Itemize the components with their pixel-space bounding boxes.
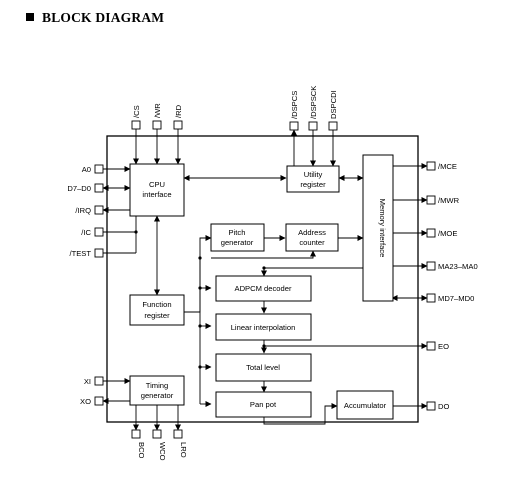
label-mwr: /MWR — [438, 196, 460, 205]
label-ma23-ma0: MA23–MA0 — [438, 262, 478, 271]
memory-label: Memory interface — [378, 199, 387, 258]
square-bullet-icon — [26, 13, 34, 21]
address-counter-block: Address counter — [285, 223, 339, 252]
pin-wco — [152, 429, 162, 439]
label-xi: XI — [84, 377, 91, 386]
chip-boundary — [106, 135, 419, 423]
pitch-label-2: generator — [221, 238, 254, 247]
cpu-interface-block: CPU interface — [129, 163, 185, 217]
bottom-pins — [131, 429, 183, 439]
pan-pot-block: Pan pot — [215, 391, 312, 418]
pin-dspcdi — [328, 121, 338, 131]
total-level-label: Total level — [246, 363, 280, 372]
pin-md7-md0 — [426, 293, 436, 303]
pin-ma23-ma0 — [426, 261, 436, 271]
cpu-label-1: CPU — [149, 180, 165, 189]
function-label-2: register — [144, 311, 170, 320]
pan-pot-label: Pan pot — [250, 400, 277, 409]
label-d7-d0: D7–D0 — [67, 184, 91, 193]
top-pins — [131, 120, 338, 131]
label-rd: /RD — [174, 104, 183, 118]
utility-label-2: register — [300, 180, 326, 189]
label-dspcdi: DSPCDI — [329, 90, 338, 119]
label-dspsck: /DSPSCK — [309, 86, 318, 119]
label-do: DO — [438, 402, 449, 411]
pin-dspsck — [308, 121, 318, 131]
label-ic: /IC — [81, 228, 91, 237]
heading-text: BLOCK DIAGRAM — [42, 10, 165, 25]
diagram-heading: BLOCK DIAGRAM — [26, 10, 164, 26]
cpu-label-2: interface — [142, 190, 171, 199]
label-dspcs: /DSPCS — [290, 91, 299, 119]
label-wco: WCO — [158, 442, 167, 461]
total-level-block: Total level — [215, 353, 312, 382]
label-wr: /WR — [153, 103, 162, 118]
pitch-label-1: Pitch — [229, 228, 246, 237]
accumulator-label: Accumulator — [344, 401, 387, 410]
linear-label: Linear interpolation — [231, 323, 296, 332]
pin-mce — [426, 161, 436, 171]
pin-a0 — [94, 164, 104, 174]
label-bco: BCO — [137, 442, 146, 459]
label-cs: /CS — [132, 105, 141, 118]
pin-eo — [426, 341, 436, 351]
top-pin-labels: /CS /WR /RD /DSPCS /DSPSCK DSPCDI — [132, 86, 338, 119]
label-a0: A0 — [82, 165, 91, 174]
label-lro: LRO — [179, 442, 188, 458]
pin-bco — [131, 429, 141, 439]
address-label-1: Address — [298, 228, 326, 237]
memory-interface-block: Memory interface — [362, 154, 394, 302]
left-pins — [94, 164, 104, 406]
pin-lro — [173, 429, 183, 439]
address-label-2: counter — [299, 238, 325, 247]
pitch-generator-block: Pitch generator — [210, 223, 265, 252]
right-pins — [426, 161, 436, 411]
timing-label-2: generator — [141, 391, 174, 400]
pin-rd — [173, 120, 183, 130]
pin-wr — [152, 120, 162, 130]
pin-ic — [94, 227, 104, 237]
left-pin-labels: A0 D7–D0 /IRQ /IC /TEST XI XO — [67, 165, 91, 406]
pin-cs — [131, 120, 141, 130]
pin-dspcs — [289, 121, 299, 131]
bottom-pin-labels: BCO WCO LRO — [137, 442, 188, 461]
label-moe: /MOE — [438, 229, 457, 238]
label-mce: /MCE — [438, 162, 457, 171]
pin-xi — [94, 376, 104, 386]
accumulator-block: Accumulator — [336, 390, 394, 420]
function-register-block: Function register — [129, 294, 185, 326]
pin-do — [426, 401, 436, 411]
adpcm-decoder-block: ADPCM decoder — [215, 275, 312, 302]
function-label-1: Function — [142, 300, 171, 309]
adpcm-label: ADPCM decoder — [235, 284, 292, 293]
label-xo: XO — [80, 397, 91, 406]
connections — [102, 128, 428, 431]
pin-irq — [94, 205, 104, 215]
right-pin-labels: /MCE /MWR /MOE MA23–MA0 MD7–MD0 EO DO — [438, 162, 478, 411]
pin-d7-d0 — [94, 183, 104, 193]
linear-interpolation-block: Linear interpolation — [215, 313, 312, 341]
pin-mwr — [426, 195, 436, 205]
timing-label-1: Timing — [146, 381, 169, 390]
label-eo: EO — [438, 342, 449, 351]
label-test: /TEST — [69, 249, 91, 258]
pin-xo — [94, 396, 104, 406]
timing-generator-block: Timing generator — [129, 375, 185, 406]
pin-test — [94, 248, 104, 258]
utility-label-1: Utility — [304, 170, 323, 179]
label-irq: /IRQ — [75, 206, 91, 215]
label-md7-md0: MD7–MD0 — [438, 294, 474, 303]
pin-moe — [426, 228, 436, 238]
utility-register-block: Utility register — [286, 165, 340, 193]
